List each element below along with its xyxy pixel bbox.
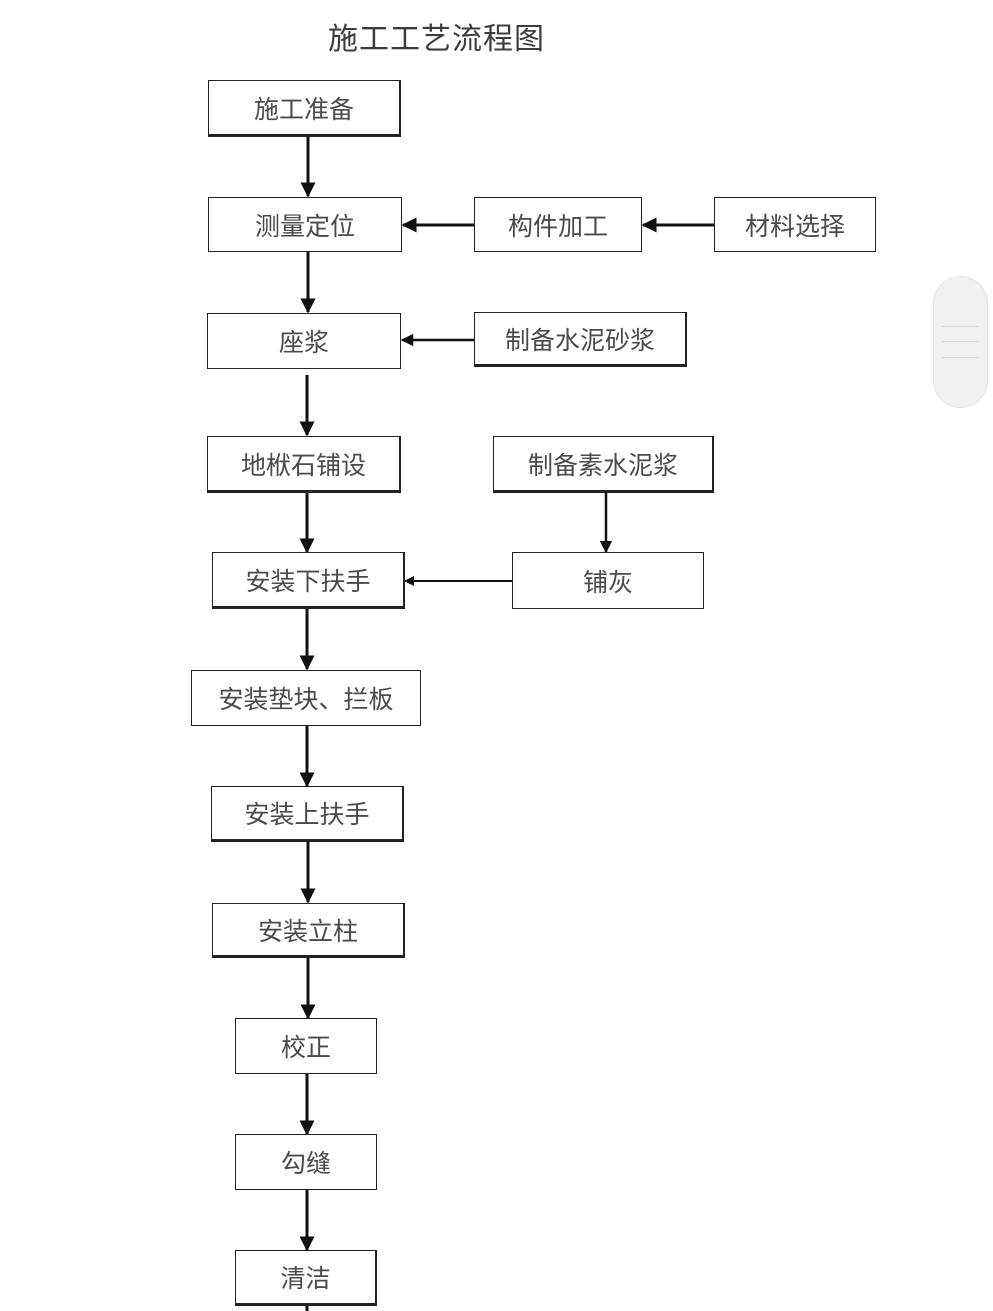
node-label: 构件加工 — [507, 211, 608, 241]
node-label: 测量定位 — [254, 211, 355, 241]
node-install-lower-handrail: 安装下扶手 — [212, 552, 405, 609]
node-label: 清洁 — [280, 1264, 331, 1293]
grip-line — [942, 326, 979, 327]
grip-line — [942, 341, 979, 342]
node-label: 材料选择 — [744, 211, 845, 241]
node-component-processing: 构件加工 — [474, 197, 642, 252]
node-mortar-bed: 座浆 — [207, 313, 401, 369]
node-label: 安装垫块、拦板 — [218, 685, 394, 714]
node-prepare-cement-mortar: 制备水泥砂浆 — [474, 312, 687, 367]
node-label: 安装下扶手 — [245, 566, 371, 596]
node-survey-positioning: 测量定位 — [208, 197, 402, 252]
node-construction-prep: 施工准备 — [208, 80, 401, 137]
scroll-handle-icon[interactable] — [933, 276, 988, 408]
node-cleaning: 清洁 — [235, 1250, 377, 1306]
node-label: 施工准备 — [253, 94, 354, 124]
node-correction: 校正 — [235, 1018, 377, 1074]
node-label: 制备水泥砂浆 — [504, 325, 655, 355]
diagram-title: 施工工艺流程图 — [328, 22, 545, 57]
node-pointing: 勾缝 — [235, 1134, 377, 1190]
node-material-selection: 材料选择 — [714, 197, 876, 252]
node-label: 座浆 — [278, 328, 329, 357]
node-label: 安装上扶手 — [244, 800, 370, 829]
node-prepare-cement-paste: 制备素水泥浆 — [493, 436, 714, 493]
node-label: 校正 — [280, 1033, 331, 1062]
node-label: 安装立柱 — [257, 916, 358, 946]
node-label: 地栿石铺设 — [240, 450, 366, 480]
node-install-upper-handrail: 安装上扶手 — [211, 786, 404, 842]
node-install-pads-boards: 安装垫块、拦板 — [191, 670, 421, 726]
node-spread-ash: 铺灰 — [512, 552, 704, 609]
node-curb-stone-laying: 地栿石铺设 — [207, 436, 401, 493]
node-label: 制备素水泥浆 — [527, 450, 678, 480]
node-install-column: 安装立柱 — [212, 903, 405, 958]
node-label: 勾缝 — [280, 1149, 331, 1178]
grip-line — [942, 357, 979, 358]
node-label: 铺灰 — [582, 567, 633, 597]
